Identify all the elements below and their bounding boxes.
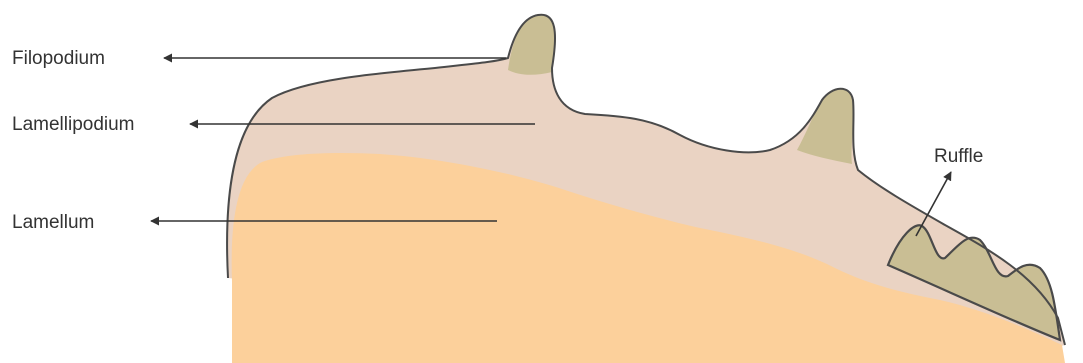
lamellipodium-label: Lamellipodium bbox=[12, 114, 135, 135]
lamellum-label: Lamellum bbox=[12, 212, 94, 233]
ruffle-label: Ruffle bbox=[934, 146, 983, 167]
filopodium-tip-left bbox=[508, 15, 555, 75]
filopodium-label: Filopodium bbox=[12, 48, 105, 69]
